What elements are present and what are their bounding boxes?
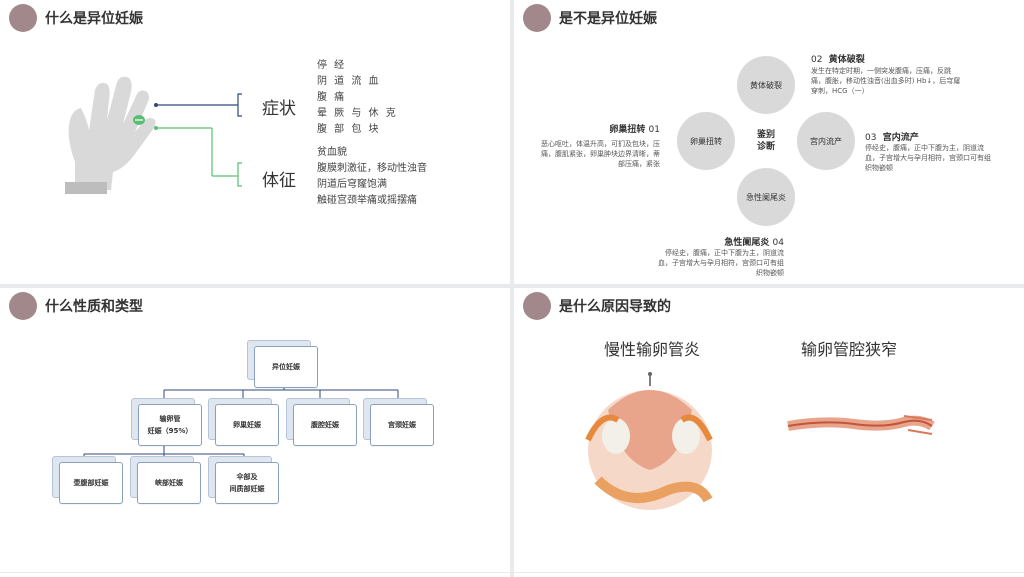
node-abdomen: 腹腔妊娠 [293,404,357,446]
slide-types[interactable]: 什么性质和类型 异位妊娠 输卵管妊娠（95%） 卵巢妊娠 腹腔妊娠 宫颈妊娠 壶… [0,288,510,572]
item3-heading: 03 宫内流产 [865,130,919,143]
node-fimbria: 伞部及间质部妊娠 [215,462,279,504]
petal-abortion: 宫内流产 [797,112,855,170]
list-item: 阴 道 流 血 [317,76,381,87]
sign-label: 体征 [262,171,296,191]
title-bullet-dot [9,4,37,32]
list-item: 腹膜刺激征，移动性浊音 [317,163,427,174]
slide-title: 什么性质和类型 [45,299,143,315]
center-label: 鉴别诊断 [741,116,791,166]
item1-desc: 恶心呕吐，体温升高，可扪及包块，压痛，腹肌紧张，卵巢肿块边界清晰，蒂部压痛，紧张 [541,140,660,168]
slide-title: 是不是异位妊娠 [559,11,657,27]
slide-what-is-ectopic[interactable]: 什么是异位妊娠 症状 体征 停 经 阴 道 流 血 腹 痛 晕 厥 与 休 克 … [0,0,510,284]
item4-desc: 停经史，腹痛，正中下腹为主，阴道流血，子宫增大与孕月相符，宫颈口可有组织物嵌顿 [658,249,784,277]
item2-heading: 02 黄体破裂 [811,52,865,65]
cause-1-label: 慢性输卵管炎 [604,340,701,359]
title-bullet-dot [9,292,37,320]
slide-title: 是什么原因导致的 [559,299,671,315]
center-label-line1: 鉴别 [756,130,775,140]
title-bullet-dot [523,292,551,320]
petal-ovarian-torsion: 卵巢扭转 [677,112,735,170]
next-slide-peek-right [514,573,1024,577]
node-isthmus: 峡部妊娠 [137,462,201,504]
list-item: 腹 部 包 块 [317,124,381,135]
item2-desc: 发生在特定时期，一侧突发腹痛，压痛，反跳痛，腹胀，移动性浊音(出血多时) Hb↓… [811,67,961,95]
center-label-line2: 诊断 [756,142,775,152]
item4-heading: 急性阑尾炎 04 [700,235,784,248]
symptom-list: 停 经 阴 道 流 血 腹 痛 晕 厥 与 休 克 腹 部 包 块 [317,58,398,138]
node-ampulla: 壶腹部妊娠 [59,462,123,504]
node-tube-line2: 妊娠（95%） [147,427,193,435]
list-item: 停 经 [317,60,347,71]
item1-heading: 卵巢扭转 01 [584,122,660,135]
sign-list: 贫血貌 腹膜刺激征，移动性浊音 阴道后穹窿饱满 触碰宫颈举痛或摇摆痛 [317,145,427,209]
node-cervix: 宫颈妊娠 [370,404,434,446]
item3-num: 03 [865,133,877,143]
list-item: 腹 痛 [317,92,347,103]
item1-num: 01 [648,125,660,135]
branch-connector-lines [154,93,242,187]
uterus-illustration [585,372,713,510]
item3-desc: 停经史，腹痛，正中下腹为主，阴道流血，子宫增大与孕月相符，宫颈口可有组织物嵌顿 [865,144,991,172]
item4-num: 04 [772,238,784,248]
cause-2-label: 输卵管腔狭窄 [801,340,898,359]
item2-num: 02 [811,55,823,65]
fallopian-tube-illustration [787,415,935,435]
symptom-label: 症状 [262,99,296,119]
node-tube: 输卵管妊娠（95%） [138,404,202,446]
list-item: 晕 厥 与 休 克 [317,108,398,119]
slide-title: 什么是异位妊娠 [45,11,143,27]
slide-causes[interactable]: 是什么原因导致的 慢性输卵管炎 输卵管腔狭窄 [514,288,1024,572]
petal-appendicitis: 急性阑尾炎 [737,168,795,226]
list-item: 阴道后穹窿饱满 [317,179,387,190]
next-slide-peek-left [0,573,510,577]
petal-corpus-luteum: 黄体破裂 [737,56,795,114]
hand-holding-pill-icon [65,76,156,194]
slide-differential-diagnosis[interactable]: 是不是异位妊娠 黄体破裂 卵巢扭转 宫内流产 急性阑尾炎 鉴别诊断 卵巢扭转 0… [514,0,1024,284]
item2-title: 黄体破裂 [828,55,865,65]
node-root: 异位妊娠 [254,346,318,388]
node-fimbria-line1: 伞部及 [236,473,258,481]
item3-title: 宫内流产 [882,133,919,143]
list-item: 触碰宫颈举痛或摇摆痛 [317,195,417,206]
item1-title: 卵巢扭转 [609,125,646,135]
list-item: 贫血貌 [317,147,347,158]
node-tube-line1: 输卵管 [159,415,181,423]
node-fimbria-line2: 间质部妊娠 [229,485,265,493]
node-ovary: 卵巢妊娠 [215,404,279,446]
item4-title: 急性阑尾炎 [724,238,770,248]
title-bullet-dot [523,4,551,32]
